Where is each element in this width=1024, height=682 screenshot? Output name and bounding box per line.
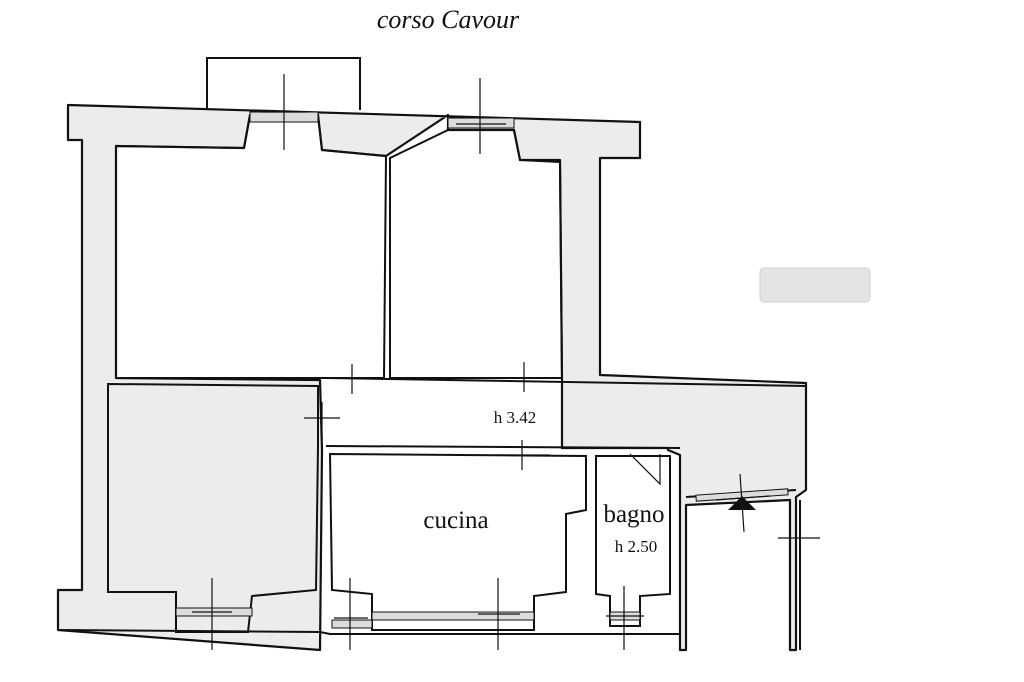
corridor-height-label: h 3.42 xyxy=(494,408,537,427)
bathroom-height-label: h 2.50 xyxy=(615,537,658,556)
entrance-arrow-icon xyxy=(728,496,756,510)
opening-markers xyxy=(192,74,820,650)
redacted-label xyxy=(759,267,871,303)
street-label: corso Cavour xyxy=(377,5,520,34)
bathroom-label: bagno xyxy=(603,501,664,528)
kitchen-label: cucina xyxy=(423,507,488,534)
balcony xyxy=(206,57,361,110)
